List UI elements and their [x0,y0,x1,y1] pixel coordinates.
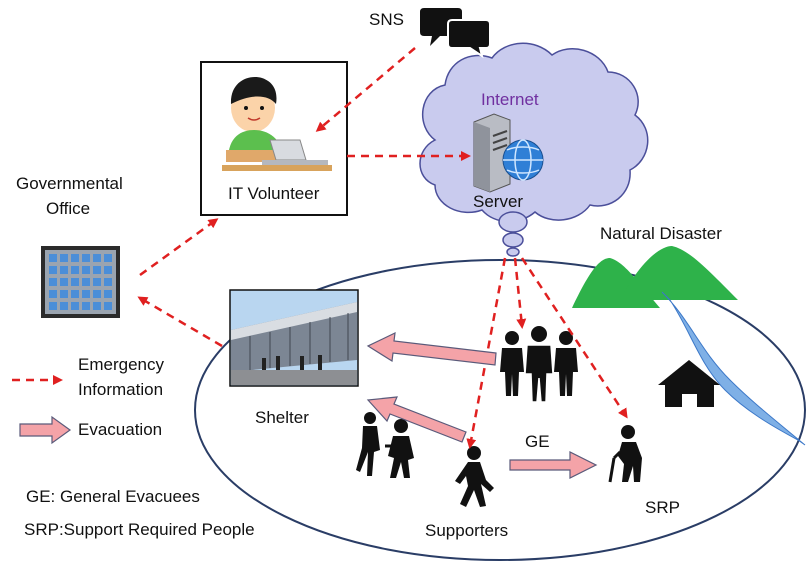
emergency-arrow-server-to-srp [520,257,628,419]
emergency-arrows [137,47,628,449]
cloud-bubble [498,211,528,233]
volunteer-person-icon [222,77,332,171]
legend-emergency-label-line1: Emergency [78,355,164,374]
emergency-arrow-office-to-volunteer [139,218,219,277]
emergency-arrow-server-to-supporters [466,257,507,449]
supporter-helping-elder-icon [356,412,414,478]
emergency-arrow-sns-to-volunteer [315,47,416,132]
office-building-icon [41,246,120,318]
supporter-walking-icon [455,446,494,507]
legend-ge-definition: GE: General Evacuees [26,487,200,506]
evacuation-arrow-supporters-to-shelter [366,396,467,443]
shelter-label: Shelter [255,408,309,427]
ge-label: GE [525,432,550,451]
legend-srp-definition: SRP:Support Required People [24,520,255,539]
emergency-arrow-shelter-to-office [137,296,223,348]
evacuation-arrow-supporters-to-srp [509,451,598,479]
supporters-label: Supporters [425,521,509,540]
mountain-icon [572,246,738,308]
house-icon [658,360,720,407]
shelter-photo [229,289,359,387]
elder-with-cane-icon [608,425,642,483]
evacuation-arrow-ge-to-shelter [366,331,497,366]
general-evacuees-icon [500,326,578,403]
gov-office-label-line1: Governmental [16,174,123,193]
natural-disaster-label: Natural Disaster [600,224,722,243]
legend-evacuation-arrow [19,415,72,445]
legend-emergency-label-line2: Information [78,380,164,399]
emergency-arrow-server-to-ge [513,257,527,329]
sns-label: SNS [369,10,404,29]
internet-cloud [419,42,649,223]
river-icon [661,291,806,446]
cloud-bubble [506,247,520,257]
server-icon [473,113,544,193]
gov-office-label-line2: Office [46,199,91,218]
evacuation-arrows [366,331,598,479]
legend-evacuation-label: Evacuation [78,420,163,439]
server-label: Server [473,192,524,211]
it-volunteer-label: IT Volunteer [228,184,320,203]
srp-label: SRP [645,498,680,517]
chat-bubbles-icon [420,8,491,59]
internet-label: Internet [481,90,539,109]
cloud-bubble [502,232,524,248]
